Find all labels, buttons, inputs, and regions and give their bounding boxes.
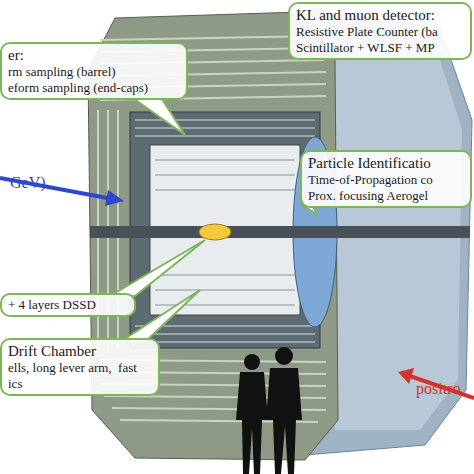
callout-text: Prox. focusing Aerogel: [308, 188, 464, 204]
callout-text: Resistive Plate Counter (ba: [296, 24, 464, 40]
callout-box: Particle IdentificatioTime-of-Propagatio…: [300, 150, 472, 208]
callout-heading: er:: [8, 46, 180, 64]
callout-tail: [110, 240, 205, 296]
positron-beam: [404, 374, 474, 398]
callout-text: rm sampling (barrel): [8, 64, 180, 80]
callout-tail: [130, 96, 185, 135]
callout-text: + 4 layers DSSD: [8, 297, 128, 313]
callout-box: Drift Chamberells, long lever arm, fasti…: [0, 338, 160, 396]
callout-text: ics: [8, 376, 152, 392]
arrow-head: [105, 190, 124, 206]
callout-text: Time-of-Propagation co: [308, 172, 464, 188]
arrow-head: [398, 368, 414, 384]
callout-box: er:rm sampling (barrel)eform sampling (e…: [0, 42, 188, 100]
beam-label: GeV): [10, 174, 46, 192]
callout-heading: Drift Chamber: [8, 342, 152, 360]
beam-label: positro: [416, 380, 460, 398]
callout-text: eform sampling (end-caps): [8, 80, 180, 96]
callout-text: ells, long lever arm, fast: [8, 360, 152, 376]
people-silhouettes: [236, 347, 302, 474]
callout-box: + 4 layers DSSD: [0, 293, 136, 317]
beam-pipe: [90, 226, 470, 238]
callout-text: Scintillator + WLSF + MP: [296, 40, 464, 56]
vertex-detector: [199, 224, 231, 240]
callout-heading: Particle Identificatio: [308, 154, 464, 172]
callout-heading: KL and muon detector:: [296, 6, 464, 24]
callout-box: KL and muon detector:Resistive Plate Cou…: [288, 2, 472, 60]
